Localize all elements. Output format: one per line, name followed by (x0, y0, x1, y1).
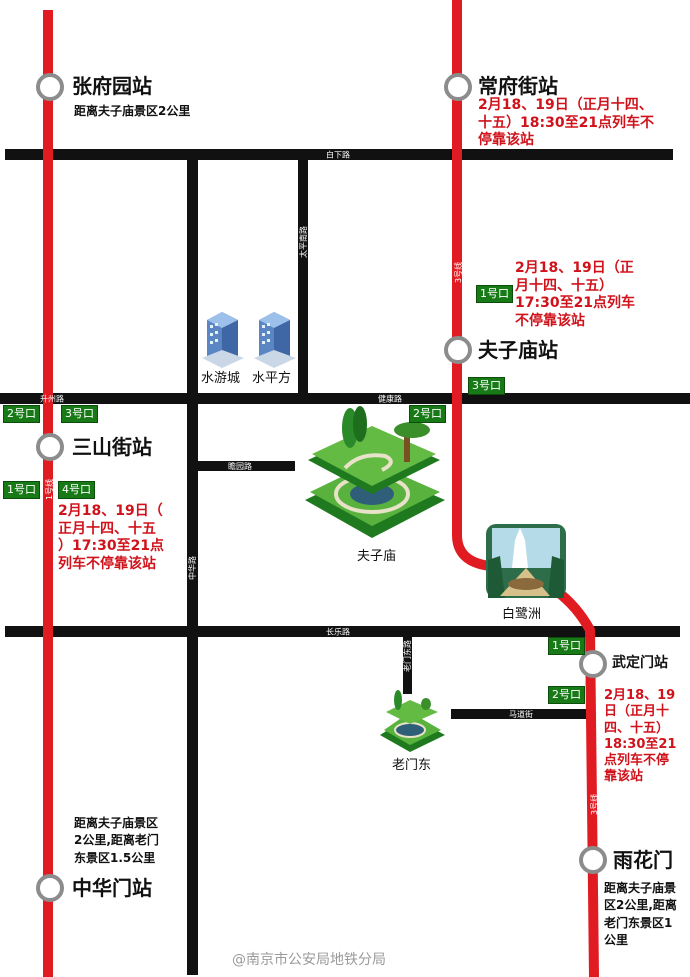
road-zhonghua (187, 155, 198, 975)
warning-line: 停靠该站 (478, 132, 534, 148)
road-laomen (403, 632, 412, 694)
road-label-changle: 长乐路 (326, 627, 350, 637)
station-marker-zhonghuamen[interactable] (36, 874, 64, 902)
warning-line: 2月18、19日（正月十四、 (478, 97, 653, 113)
road-taiping (298, 155, 308, 398)
warning-line: 18:30至21 (604, 736, 677, 752)
exit-badge-sanshan-1[interactable]: 1号口 (3, 481, 40, 499)
warning-line: 四、十五） (604, 720, 670, 736)
road-baixia (5, 149, 673, 160)
station-warning-sanshanjie: 2月18、19日（ 正月十四、十五 ）17:30至21点 列车不停靠该站 (58, 503, 164, 573)
note-line: 区2公里,距离 (604, 898, 677, 913)
road-label-zhanyuan: 瞻园路 (228, 461, 252, 471)
place-label-shuipingfang: 水平方 (252, 371, 292, 386)
building-icon-shuiyoucheng (202, 312, 244, 368)
road-label-baixia: 白下路 (326, 150, 350, 160)
park-icon-laomendong (380, 690, 445, 752)
station-name-yuhuamen[interactable]: 雨花门 (613, 848, 673, 872)
station-marker-yuhuamen[interactable] (579, 846, 607, 874)
note-line: 东景区1.5公里 (74, 850, 156, 865)
park-icon-bailuzhou (486, 524, 566, 598)
warning-line: 17:30至21点列车 (515, 295, 636, 311)
note-line: 公里 (604, 933, 629, 948)
warning-line: 点列车不停 (604, 753, 670, 768)
station-note-zhonghuamen: 距离夫子庙景区 2公里,距离老门 东景区1.5公里 (74, 815, 159, 867)
warning-line: 不停靠该站 (515, 312, 585, 329)
place-label-fuzimiao: 夫子庙 (357, 549, 397, 564)
park-icon-fuzimiao (305, 406, 445, 538)
place-label-laomendong: 老门东 (392, 758, 432, 773)
warning-line: 2月18、19日（ (58, 503, 163, 519)
station-marker-fuzimiao[interactable] (444, 336, 472, 364)
exit-badge-sanshan-3[interactable]: 3号口 (61, 405, 98, 423)
exit-badge-sanshan-4[interactable]: 4号口 (58, 481, 95, 499)
warning-line: 月十四、十五） (515, 277, 613, 294)
note-line: 距离夫子庙景 (604, 881, 677, 895)
line-label-3-lower: 3号线 (589, 794, 599, 815)
station-marker-zhangfuyuan[interactable] (36, 73, 64, 101)
station-name-sanshanjie[interactable]: 三山街站 (72, 435, 152, 459)
warning-line: ）17:30至21点 (58, 538, 165, 554)
station-warning-wudingmen: 2月18、19 日（正月十 四、十五） 18:30至21 点列车不停 靠该站 (604, 688, 676, 786)
road-label-shengzhou: 升州路 (40, 394, 64, 404)
roads (0, 149, 690, 975)
line-label-1: 1号线 (44, 479, 54, 500)
station-name-changfujie[interactable]: 常府街站 (478, 74, 558, 98)
warning-line: 正月十四、十五 (58, 520, 156, 537)
station-marker-wudingmen[interactable] (579, 650, 607, 678)
note-line: 2公里,距离老门 (74, 833, 159, 848)
exit-badge-wuding-1[interactable]: 1号口 (548, 637, 585, 655)
road-changle (5, 626, 680, 637)
exit-badge-fuzimiao-3[interactable]: 3号口 (468, 377, 505, 395)
place-label-shuiyoucheng: 水游城 (201, 371, 241, 386)
road-label-zhonghua: 中华路 (187, 556, 197, 580)
station-marker-changfujie[interactable] (444, 73, 472, 101)
station-name-zhonghuamen[interactable]: 中华门站 (72, 876, 152, 900)
stations (36, 73, 607, 902)
road-madao (451, 709, 587, 719)
station-name-wudingmen[interactable]: 武定门站 (612, 655, 668, 671)
station-marker-sanshanjie[interactable] (36, 433, 64, 461)
note-line: 老门东景区1 (604, 915, 673, 930)
station-name-zhangfuyuan[interactable]: 张府园站 (72, 74, 152, 98)
exit-badge-wuding-2[interactable]: 2号口 (548, 686, 585, 704)
road-label-laomen: 老门东路 (402, 640, 412, 672)
warning-line: 2月18、19日（正 (515, 260, 634, 276)
note-line: 距离夫子庙景区 (74, 816, 159, 830)
exit-badge-sanshan-2[interactable]: 2号口 (3, 405, 40, 423)
building-icon-shuipingfang (254, 312, 296, 368)
road-zhanyuan (198, 461, 295, 471)
road-label-jiankang: 健康路 (378, 394, 402, 404)
station-warning-changfujie: 2月18、19日（正月十四、 十五）18:30至21点列车不 停靠该站 (478, 97, 654, 150)
warning-line: 2月18、19 (604, 688, 676, 703)
station-warning-fuzimiao: 2月18、19日（正 月十四、十五） 17:30至21点列车 不停靠该站 (515, 260, 635, 330)
warning-line: 列车不停靠该站 (58, 555, 156, 572)
place-label-bailuzhou: 白鹭洲 (502, 607, 542, 622)
warning-line: 日（正月十 (604, 704, 670, 720)
station-note-yuhuamen: 距离夫子庙景 区2公里,距离 老门东景区1 公里 (604, 880, 677, 950)
road-label-taiping: 太平南路 (298, 226, 308, 258)
station-note-zhangfuyuan: 距离夫子庙景区2公里 (74, 104, 191, 118)
exit-badge-fuzimiao-1[interactable]: 1号口 (476, 285, 513, 303)
watermark: @南京市公安局地铁分局 (232, 952, 386, 968)
road-shengzhou-jiankang (0, 393, 690, 404)
station-name-fuzimiao[interactable]: 夫子庙站 (478, 338, 558, 362)
exit-badge-fuzimiao-2[interactable]: 2号口 (409, 405, 446, 423)
warning-line: 靠该站 (604, 769, 644, 785)
road-label-madao: 马道街 (509, 709, 533, 719)
warning-line: 十五）18:30至21点列车不 (478, 114, 655, 131)
line-label-3-upper: 3号线 (453, 262, 463, 283)
